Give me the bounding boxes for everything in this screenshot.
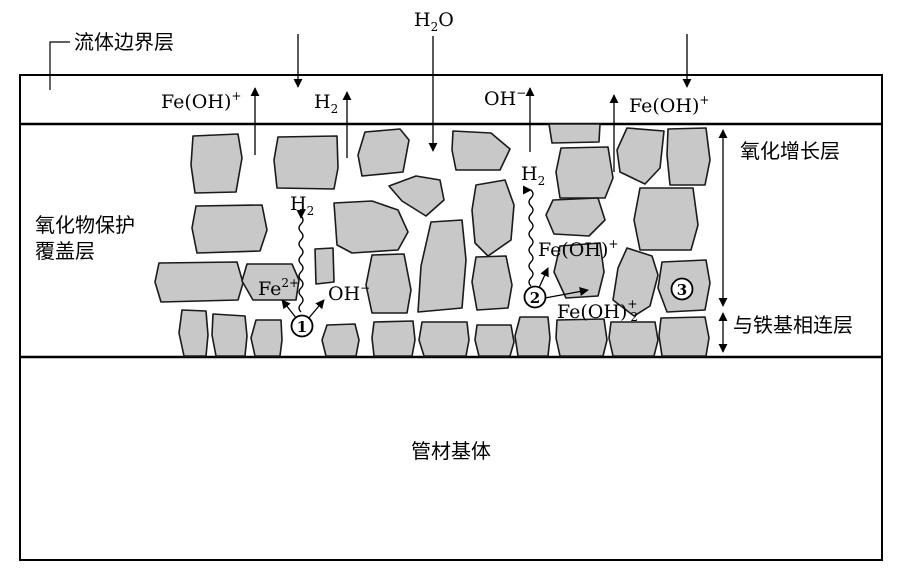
oxide-grain (314, 247, 335, 285)
oxide-grain (418, 321, 470, 357)
feoh-plus-mid-label: Fe(OH)+ (538, 237, 618, 261)
svg-text:3: 3 (677, 281, 687, 299)
h2-wavy-path-right (528, 189, 541, 287)
marker-3: 3 (670, 277, 694, 301)
feoh-plus-right-label: Fe(OH)+ (629, 93, 709, 117)
oh-minus-label: OH− (328, 281, 370, 305)
protective-cover-layer-label-line2: 覆盖层 (35, 239, 95, 263)
oxide-grain (555, 318, 608, 357)
oxide-grain (471, 255, 513, 311)
oxide-grain (273, 135, 339, 190)
oxide-grain (211, 313, 248, 357)
protective-cover-layer-label-line1: 氧化物保护 (35, 213, 135, 237)
oxide-grain (471, 179, 515, 257)
arrow-fe2-out (281, 299, 298, 320)
h2o-label: H2O (414, 9, 454, 34)
oxide-grain (555, 146, 614, 199)
oxide-grain (612, 247, 659, 317)
h2-left-label: H2 (290, 193, 314, 218)
oxide-growth-layer-label: 氧化增长层 (740, 139, 840, 163)
arrow-feoh-mid-out (537, 267, 549, 291)
pipe-substrate-label: 管材基体 (411, 439, 491, 463)
oxide-grain (357, 128, 410, 177)
feoh2-plus-label: Fe(OH)+2 (557, 297, 638, 324)
h2-wavy-path-left (296, 209, 306, 313)
arrow-feoh2-out (544, 287, 589, 299)
marker-2: 2 (523, 285, 547, 309)
oxide-grain (154, 261, 244, 303)
svg-text:2: 2 (530, 289, 540, 307)
oxide-grains (154, 123, 711, 357)
h2-right-label: H2 (521, 163, 545, 188)
fluid-boundary-layer-label: 流体边界层 (74, 30, 174, 54)
feoh-plus-left-label: Fe(OH)+ (161, 89, 241, 113)
oxide-grain (658, 316, 710, 357)
fe2plus-label: Fe2+ (258, 276, 299, 300)
oxide-grain (178, 309, 209, 357)
oxide-grain (553, 242, 605, 299)
oxide-grain (241, 263, 300, 301)
oxide-grain (616, 127, 665, 185)
h2-fluid-label: H2 (314, 91, 338, 116)
oxide-grain (545, 197, 606, 237)
oxide-grain (371, 320, 416, 357)
oxide-grain (633, 187, 699, 251)
fluid-layer-leader (49, 41, 70, 90)
oxide-grain (666, 127, 711, 186)
oxide-grain (474, 324, 515, 357)
oxide-grain (190, 133, 243, 194)
marker-1: 1 (290, 314, 314, 338)
arrow-oh-out (307, 299, 325, 320)
oxide-grain (321, 323, 360, 357)
diffusion-arrows (250, 34, 692, 172)
oxide-grain (514, 316, 551, 357)
oxide-grain (417, 219, 467, 313)
oxide-grain (365, 253, 412, 314)
iron-connected-layer-label: 与铁基相连层 (733, 313, 853, 337)
outer-frame (19, 74, 883, 561)
oxide-grain (388, 175, 445, 217)
oh-minus-fluid-label: OH− (484, 86, 526, 110)
oxide-grain (333, 200, 409, 254)
oxide-grain (451, 130, 511, 171)
oxide-grain (548, 123, 601, 144)
oxide-grain (250, 319, 283, 357)
oxide-grain (608, 321, 659, 357)
svg-text:1: 1 (297, 318, 307, 336)
oxide-grain (191, 204, 268, 254)
